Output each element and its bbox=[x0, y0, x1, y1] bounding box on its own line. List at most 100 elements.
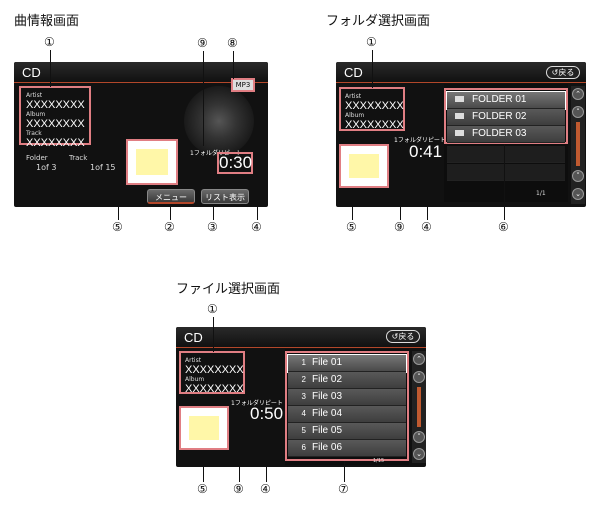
back-button[interactable]: ↺戻る bbox=[546, 66, 580, 79]
repeat-mode: 1フォルダリピート bbox=[190, 150, 242, 157]
leader-line bbox=[170, 204, 171, 220]
leader-line bbox=[213, 204, 214, 220]
callout-5: ⑤ bbox=[112, 220, 123, 234]
scrollbar[interactable]: ⌃ ˄ ˅ ⌄ bbox=[412, 351, 426, 463]
list-view-button[interactable]: リスト表示 bbox=[201, 189, 249, 204]
folder-item[interactable]: FOLDER 01 bbox=[446, 91, 566, 110]
callout-1: ① bbox=[366, 35, 377, 49]
repeat-mode: 1フォルダリピート bbox=[394, 137, 446, 144]
file-number: 4 bbox=[301, 409, 306, 418]
format-badge: MP3 bbox=[231, 78, 255, 92]
page-up-icon[interactable]: ⌃ bbox=[413, 353, 425, 365]
artist-label: Artist bbox=[345, 93, 362, 100]
leader-line bbox=[372, 50, 373, 88]
album-value: XXXXXXXX bbox=[345, 119, 404, 131]
folder-icon bbox=[455, 96, 464, 103]
folder-list-highlight bbox=[444, 88, 568, 144]
track-metadata: Artist XXXXXXXX Album XXXXXXXX Track XXX… bbox=[19, 86, 91, 149]
page-indicator: 1/1 bbox=[536, 190, 546, 197]
page-up-icon[interactable]: ⌃ bbox=[572, 88, 584, 100]
leader-line bbox=[50, 50, 51, 87]
scroll-thumb[interactable] bbox=[417, 387, 421, 427]
page-down-icon[interactable]: ⌄ bbox=[572, 188, 584, 200]
leader-line bbox=[427, 162, 428, 220]
elapsed-time: 0:50 bbox=[250, 404, 284, 423]
scroll-up-icon[interactable]: ˄ bbox=[572, 106, 584, 118]
info-screen: CD Artist XXXXXXXX Album XXXXXXXX Track … bbox=[14, 62, 268, 207]
title-bar bbox=[14, 62, 268, 83]
callout-5: ⑤ bbox=[346, 220, 357, 234]
scroll-down-icon[interactable]: ˅ bbox=[413, 431, 425, 443]
file-name: File 01 bbox=[312, 357, 343, 368]
folder-item[interactable]: FOLDER 03 bbox=[447, 126, 565, 143]
leader-line bbox=[257, 174, 258, 220]
file-name: File 05 bbox=[312, 425, 343, 436]
file-name: File 03 bbox=[312, 391, 343, 402]
folder-screen: CD ↺戻る Artist XXXXXXXX Album XXXXXXXX 1フ… bbox=[336, 62, 586, 207]
scroll-thumb[interactable] bbox=[576, 122, 580, 166]
callout-6: ⑥ bbox=[498, 220, 509, 234]
callout-9: ⑨ bbox=[233, 482, 244, 496]
scroll-down-icon[interactable]: ˅ bbox=[572, 170, 584, 182]
album-art bbox=[339, 144, 389, 188]
page-indicator: 1/15 bbox=[373, 458, 385, 464]
track-count-label: Track bbox=[69, 154, 88, 162]
leader-line bbox=[400, 142, 401, 220]
track-label: Track bbox=[26, 130, 42, 137]
caption-folder-screen: フォルダ選択画面 bbox=[326, 14, 431, 29]
leader-line bbox=[504, 144, 505, 220]
back-button-label: 戻る bbox=[558, 68, 575, 77]
track-count: 1of 15 bbox=[90, 163, 116, 172]
music-file-icon bbox=[349, 154, 379, 178]
elapsed-time: 0:30 bbox=[217, 152, 253, 174]
file-name: File 04 bbox=[312, 408, 343, 419]
title-bar bbox=[336, 62, 586, 83]
file-name: File 06 bbox=[312, 442, 343, 453]
leader-line bbox=[203, 450, 204, 482]
album-value: XXXXXXXX bbox=[26, 118, 85, 130]
scrollbar[interactable]: ⌃ ˄ ˅ ⌄ bbox=[571, 86, 585, 204]
music-file-icon bbox=[136, 149, 168, 175]
empty-row bbox=[447, 164, 565, 181]
empty-row bbox=[447, 146, 565, 163]
folder-label: Folder bbox=[26, 154, 48, 162]
album-value: XXXXXXXX bbox=[185, 383, 244, 395]
file-name: File 02 bbox=[312, 374, 343, 385]
caption-info-screen: 曲情報画面 bbox=[14, 14, 80, 29]
folder-icon bbox=[455, 130, 464, 137]
track-metadata: Artist XXXXXXXX Album XXXXXXXX bbox=[179, 351, 245, 395]
folder-count: 1of 3 bbox=[36, 163, 57, 172]
back-button[interactable]: ↺戻る bbox=[386, 330, 420, 343]
callout-4: ④ bbox=[251, 220, 262, 234]
repeat-mode: 1フォルダリピート bbox=[231, 400, 283, 407]
elapsed-time: 0:41 bbox=[409, 142, 443, 161]
artist-label: Artist bbox=[26, 92, 43, 99]
folder-name: FOLDER 02 bbox=[472, 111, 527, 122]
file-item[interactable]: 1 File 01 bbox=[287, 354, 407, 373]
folder-item[interactable]: FOLDER 02 bbox=[447, 109, 565, 126]
callout-2: ② bbox=[164, 220, 175, 234]
menu-button[interactable]: メニュー bbox=[147, 189, 195, 204]
page-down-icon[interactable]: ⌄ bbox=[413, 448, 425, 460]
file-list-highlight bbox=[285, 351, 409, 461]
leader-line bbox=[239, 404, 240, 482]
callout-3: ③ bbox=[207, 220, 218, 234]
artist-value: XXXXXXXX bbox=[345, 100, 404, 112]
caption-file-screen: ファイル選択画面 bbox=[176, 282, 281, 297]
album-art bbox=[179, 406, 229, 450]
leader-line bbox=[266, 424, 267, 482]
title-bar bbox=[176, 327, 426, 348]
album-label: Album bbox=[345, 112, 365, 119]
callout-7: ⑦ bbox=[338, 482, 349, 496]
screen-title: CD bbox=[344, 65, 363, 80]
file-item[interactable]: 4 File 04 bbox=[288, 406, 406, 423]
folder-list: FOLDER 01 FOLDER 02 FOLDER 03 1/1 bbox=[444, 84, 568, 202]
file-number: 1 bbox=[301, 358, 306, 367]
scroll-up-icon[interactable]: ˄ bbox=[413, 371, 425, 383]
folder-name: FOLDER 03 bbox=[472, 128, 527, 139]
